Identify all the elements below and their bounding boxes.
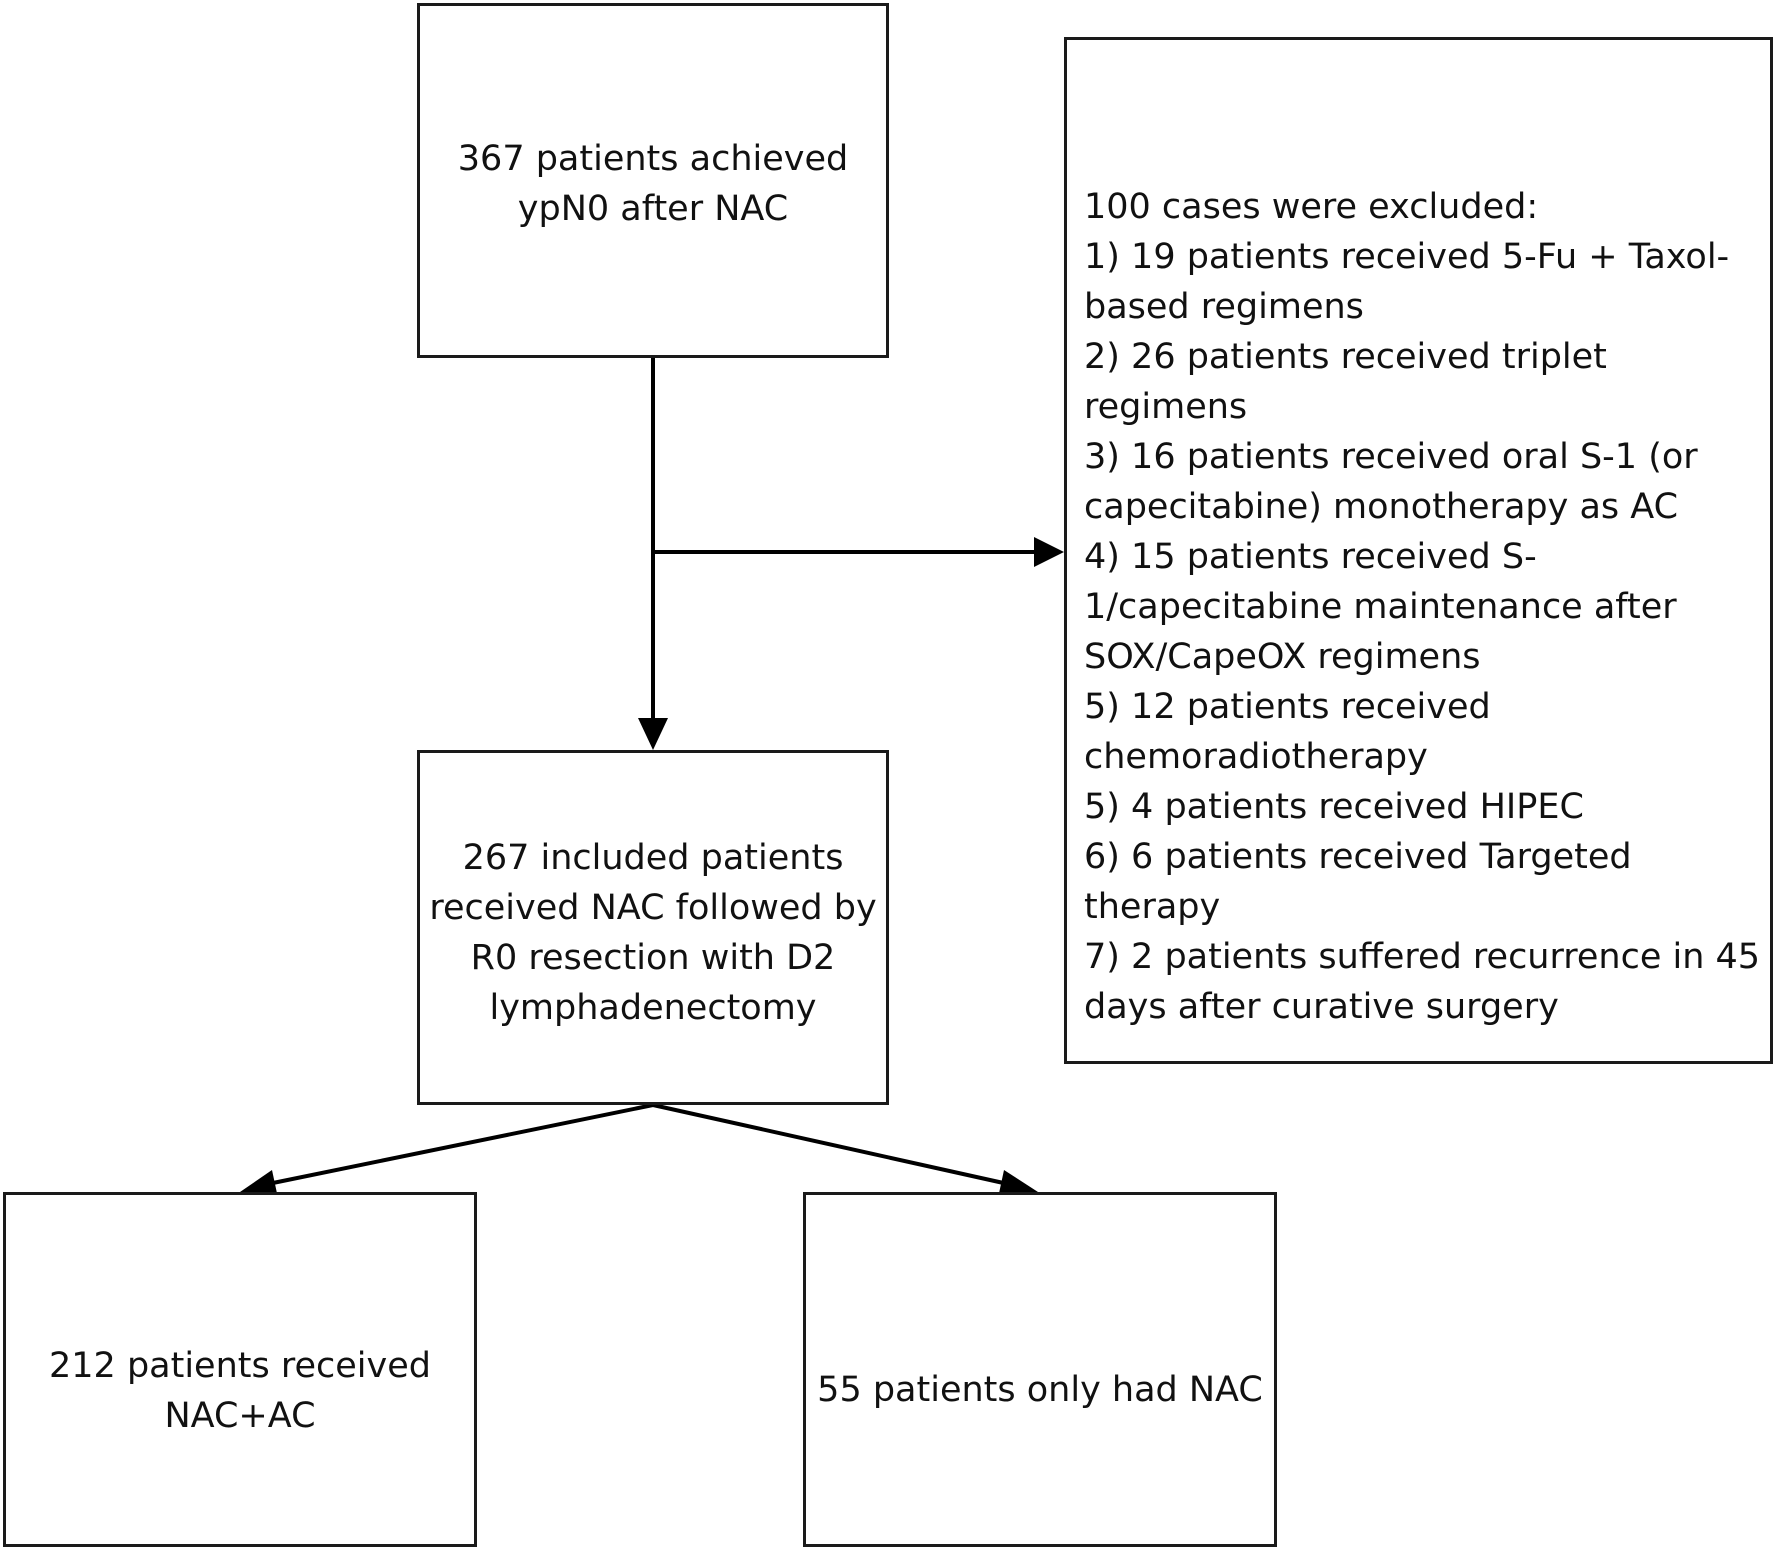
nac-ac-line: 212 patients received [49,1346,431,1386]
excluded-line: 4) 15 patients received S- [1084,537,1537,577]
excluded-line: 5) 4 patients received HIPEC [1084,787,1584,827]
start-line: ypN0 after NAC [517,189,789,229]
excluded-box: 100 cases were excluded: 1) 19 patients … [1064,37,1773,1064]
excluded-line: 1/capecitabine maintenance after [1084,587,1677,627]
excluded-line: SOX/CapeOX regimens [1084,637,1481,677]
arrow-to-nac-ac [267,1103,654,1186]
included-box: 267 included patients received NAC follo… [417,750,889,1105]
start-box: 367 patients achieved ypN0 after NAC [417,3,889,358]
arrow-to-nac-only [652,1103,1009,1186]
arrowhead-nac-only [998,1170,1038,1198]
excluded-line: days after curative surgery [1084,987,1559,1027]
nac-only-box: 55 patients only had NAC [803,1192,1277,1547]
excluded-line: 3) 16 patients received oral S-1 (or [1084,437,1698,477]
included-line: lymphadenectomy [489,988,817,1028]
excluded-line: based regimens [1084,287,1364,327]
excluded-line: 2) 26 patients received triplet regimens [1084,337,1607,427]
excluded-line: 6) 6 patients received Targeted therapy [1084,837,1632,927]
excluded-line: 7) 2 patients suffered recurrence in 45 [1084,937,1761,977]
excluded-heading: 100 cases were excluded: [1084,187,1539,227]
nac-ac-box: 212 patients received NAC+AC [3,1192,477,1547]
included-line: 267 included patients [462,838,844,878]
excluded-line: chemoradiotherapy [1084,737,1428,777]
excluded-line: capecitabine) monotherapy as AC [1084,487,1679,527]
arrowhead-nac-ac [240,1170,278,1198]
excluded-line: 1) 19 patients received 5-Fu + Taxol- [1084,237,1730,277]
nac-only-line: 55 patients only had NAC [817,1370,1263,1410]
included-box-text: 267 included patients received NAC follo… [420,833,886,1033]
included-line: received NAC followed by [429,888,877,928]
start-box-text: 367 patients achieved ypN0 after NAC [420,134,886,234]
arrowhead-excluded [1034,537,1064,567]
included-line: R0 resection with D2 [470,938,836,978]
excluded-line: 5) 12 patients received [1084,687,1491,727]
nac-ac-line: NAC+AC [164,1396,316,1436]
arrowhead-included [638,718,668,750]
nac-only-box-text: 55 patients only had NAC [806,1365,1274,1415]
start-line: 367 patients achieved [457,139,849,179]
excluded-box-text: 100 cases were excluded: 1) 19 patients … [1084,182,1770,1032]
nac-ac-box-text: 212 patients received NAC+AC [6,1341,474,1441]
